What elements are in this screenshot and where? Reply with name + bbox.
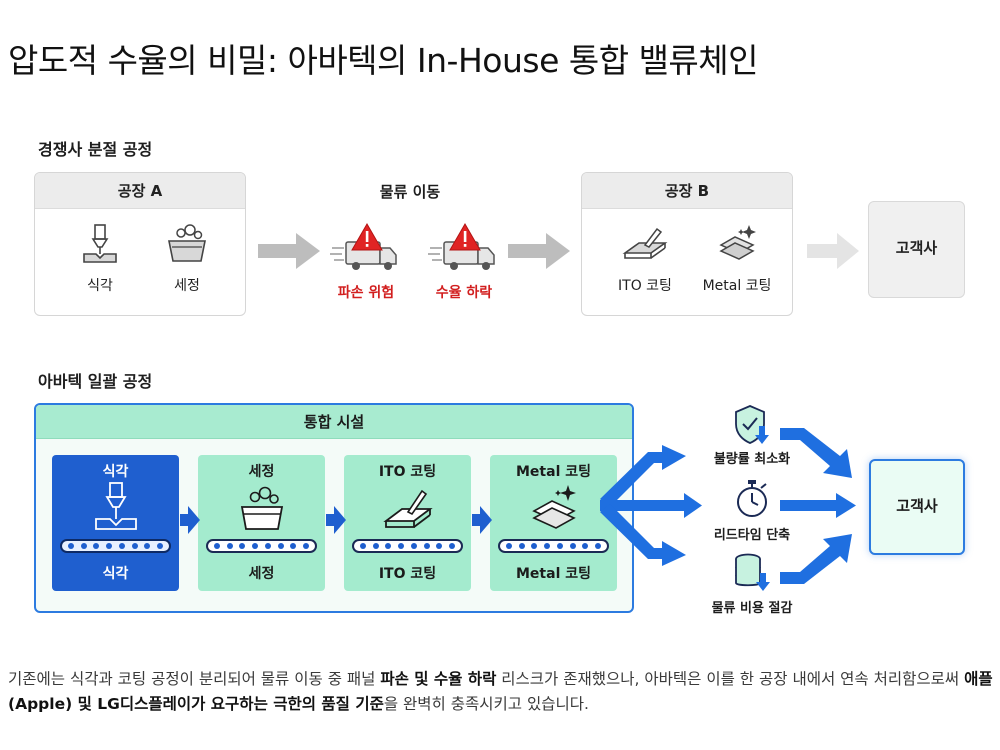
avatec-customer-box: 고객사 (869, 459, 965, 555)
ito-coating-icon (622, 227, 668, 259)
metal-layers-icon (532, 485, 576, 529)
factory-a-step-washing-label: 세정 (174, 278, 200, 294)
factory-b-step-ito-label: ITO 코팅 (618, 278, 672, 294)
factory-a-box: 공장 A 식각 세정 (34, 172, 246, 316)
blue-arrow-icon (326, 506, 346, 534)
description-part-2: 리스크가 존재했으나, 아바텍은 이를 한 공장 내에서 연속 처리함으로써 (496, 670, 965, 688)
metal-layers-icon (719, 225, 756, 260)
truck-risk-damage (330, 222, 400, 278)
process-metal-coating: Metal 코팅 Metal 코팅 (490, 455, 617, 591)
logistics-title-text: 물류 이동 (379, 183, 441, 201)
grey-arrow-icon (508, 233, 570, 269)
description-part-3: 을 완벽히 충족시키고 있습니다. (383, 695, 589, 713)
etching-laser-icon (95, 482, 137, 530)
grey-arrow-icon (258, 233, 320, 269)
description-part-1: 기존에는 식각과 코팅 공정이 분리되어 물류 이동 중 패널 (8, 670, 381, 688)
conveyor-belt (352, 539, 463, 553)
integrated-facility-box: 통합 시설 식각 식각 세정 세정 ITO 코팅 (34, 403, 634, 613)
ito-coating-icon (383, 489, 433, 528)
description-emphasis-1: 파손 및 수율 하락 (380, 670, 497, 688)
washing-basin-icon (168, 224, 206, 262)
risk-yield-label: 수율 하락 (435, 285, 493, 301)
factory-b-step-ito: ITO 코팅 (604, 223, 686, 295)
conveyor-belt (206, 539, 317, 553)
description-text: 기존에는 식각과 코팅 공정이 분리되어 물류 이동 중 패널 파손 및 수율 … (8, 667, 993, 717)
shield-icon (735, 405, 769, 444)
process-etching: 식각 식각 (52, 455, 179, 591)
factory-a-step-etching: 식각 (71, 223, 129, 295)
factory-b-box: 공장 B ITO 코팅 Metal 코팅 (581, 172, 793, 316)
flow-arrow-icon (600, 428, 856, 584)
logistics-title: 물류 이동 (330, 181, 490, 202)
factory-a-step-washing: 세정 (155, 223, 219, 295)
blue-arrow-icon (180, 506, 200, 534)
page-title: 압도적 수율의 비밀: 아바텍의 In-House 통합 밸류체인 (8, 41, 759, 80)
competitor-section-label: 경쟁사 분절 공정 (38, 140, 153, 159)
benefit-logistics-cost-label: 물류 비용 절감 (711, 601, 793, 616)
process-ito-coating: ITO 코팅 ITO 코팅 (344, 455, 471, 591)
flow-arrows (600, 428, 856, 584)
factory-b-title: 공장 B (582, 173, 792, 209)
process-washing-bottom-label: 세정 (248, 566, 275, 582)
stopwatch-icon (737, 480, 767, 517)
truck-warning-icon (330, 222, 397, 270)
coin-stack-icon (735, 553, 770, 591)
process-washing: 세정 세정 (198, 455, 325, 591)
factory-a-step-etching-label: 식각 (87, 278, 113, 294)
process-metal-top-label: Metal 코팅 (516, 464, 591, 480)
integrated-facility-title: 통합 시설 (36, 405, 632, 439)
process-ito-top-label: ITO 코팅 (378, 464, 437, 480)
washing-basin-icon (240, 486, 284, 530)
process-washing-top-label: 세정 (248, 464, 275, 480)
conveyor-belt (60, 539, 171, 553)
blue-arrow-icon (472, 506, 492, 534)
benefit-defect-label: 불량률 최소화 (713, 452, 791, 467)
risk-damage-label: 파손 위험 (337, 285, 395, 301)
avatec-section-label: 아바텍 일괄 공정 (38, 372, 153, 391)
process-ito-bottom-label: ITO 코팅 (378, 566, 437, 582)
conveyor-belt (498, 539, 609, 553)
factory-a-title: 공장 A (35, 173, 245, 209)
competitor-customer-box: 고객사 (868, 201, 965, 298)
truck-warning-icon (428, 222, 495, 270)
faded-arrow-icon (807, 233, 859, 269)
truck-risk-yield (428, 222, 498, 278)
process-etching-top-label: 식각 (102, 464, 129, 480)
factory-b-step-metal-label: Metal 코팅 (702, 278, 772, 294)
etching-icon (83, 224, 117, 263)
benefit-leadtime-label: 리드타임 단축 (713, 528, 791, 543)
factory-b-step-metal: Metal 코팅 (692, 223, 782, 295)
process-metal-bottom-label: Metal 코팅 (516, 566, 591, 582)
process-etching-bottom-label: 식각 (102, 566, 129, 582)
description-emphasis-2: 애플(Apple) 및 LG디스플레이가 요구하는 극한의 품질 기준 (8, 670, 993, 713)
